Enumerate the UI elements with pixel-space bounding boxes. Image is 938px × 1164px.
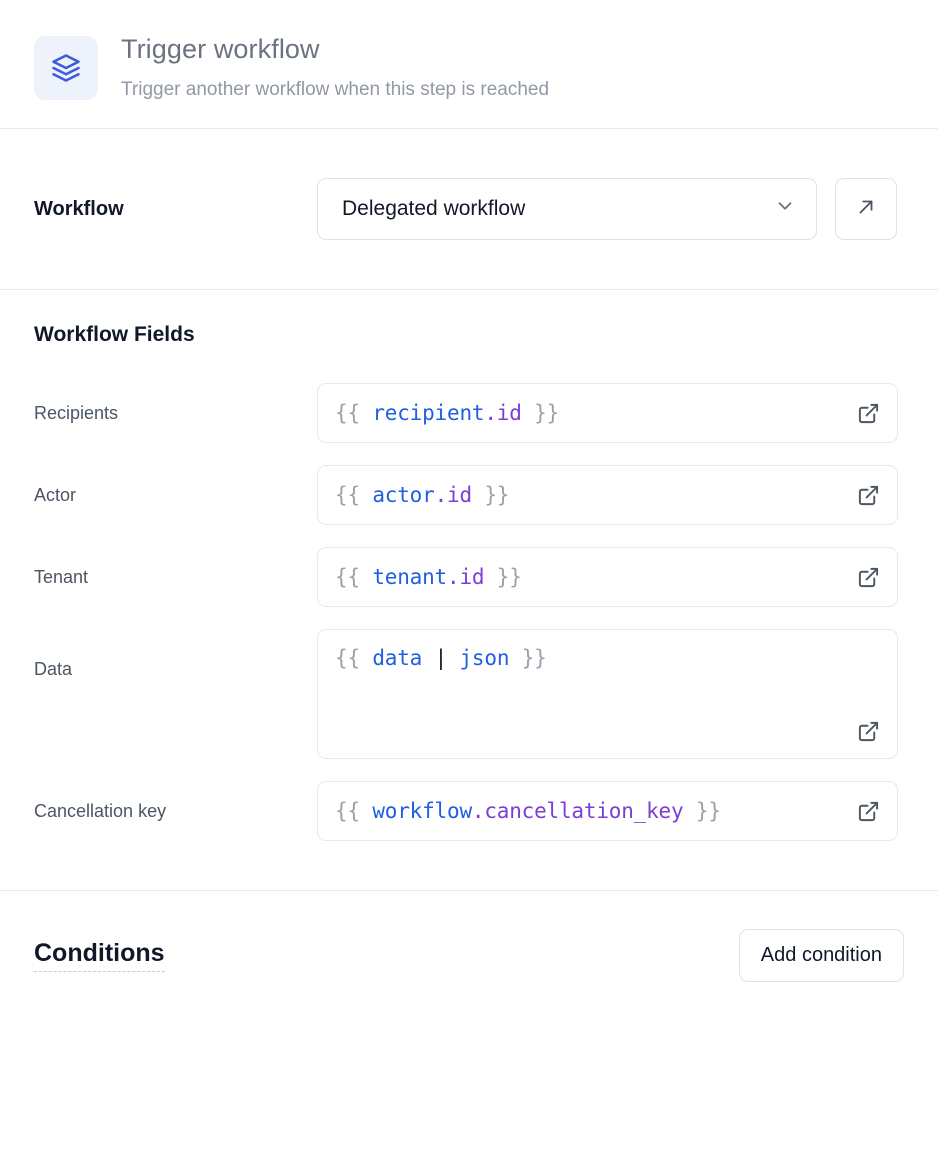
external-link-icon[interactable]: [855, 482, 881, 508]
field-label-actor: Actor: [34, 485, 77, 505]
arrow-up-right-icon: [855, 196, 877, 223]
field-label-data: Data: [34, 659, 73, 679]
cancellation-key-input[interactable]: {{ workflow.cancellation_key }}: [317, 781, 898, 841]
workflow-select-row: Workflow Delegated workflow: [0, 129, 938, 289]
field-row: Tenant {{ tenant.id }}: [34, 547, 904, 607]
field-row: Data {{ data | json }}: [34, 629, 904, 759]
field-row: Recipients {{ recipient.id }}: [34, 383, 904, 443]
divider: [0, 128, 938, 129]
workflow-label: Workflow: [34, 197, 124, 220]
field-row: Actor {{ actor.id }}: [34, 465, 904, 525]
header-text-block: Trigger workflow Trigger another workflo…: [121, 28, 549, 102]
page-subtitle: Trigger another workflow when this step …: [121, 79, 550, 100]
field-label-recipients: Recipients: [34, 403, 119, 423]
conditions-title: Conditions: [34, 939, 165, 972]
add-condition-button[interactable]: Add condition: [738, 929, 904, 982]
layers-icon: [34, 36, 98, 100]
data-textarea[interactable]: {{ data | json }}: [317, 629, 898, 759]
workflow-select-wrap: Delegated workflow: [317, 178, 817, 240]
chevron-down-icon: [774, 195, 796, 223]
actor-value: {{ actor.id }}: [335, 483, 510, 507]
field-row: Cancellation key {{ workflow.cancellatio…: [34, 781, 904, 841]
conditions-section: Conditions Add condition: [0, 891, 938, 982]
page-title: Trigger workflow: [121, 34, 320, 64]
tenant-value: {{ tenant.id }}: [335, 565, 522, 589]
external-link-icon[interactable]: [855, 400, 881, 426]
field-label-tenant: Tenant: [34, 567, 89, 587]
recipients-input[interactable]: {{ recipient.id }}: [317, 383, 898, 443]
divider: [0, 890, 938, 891]
workflow-fields-section: Workflow Fields Recipients {{ recipient.…: [0, 290, 938, 890]
open-workflow-button[interactable]: [835, 178, 897, 240]
external-link-icon[interactable]: [855, 564, 881, 590]
divider: [0, 289, 938, 290]
external-link-icon[interactable]: [855, 798, 881, 824]
workflow-fields-title: Workflow Fields: [34, 323, 195, 346]
workflow-select[interactable]: Delegated workflow: [317, 178, 817, 240]
cancellation-key-value: {{ workflow.cancellation_key }}: [335, 799, 721, 823]
recipients-value: {{ recipient.id }}: [335, 401, 560, 425]
data-value: {{ data | json }}: [335, 646, 547, 670]
field-label-cancellation-key: Cancellation key: [34, 801, 167, 821]
panel-header: Trigger workflow Trigger another workflo…: [0, 0, 938, 128]
tenant-input[interactable]: {{ tenant.id }}: [317, 547, 898, 607]
external-link-icon[interactable]: [855, 718, 881, 744]
workflow-select-value: Delegated workflow: [342, 197, 526, 220]
actor-input[interactable]: {{ actor.id }}: [317, 465, 898, 525]
